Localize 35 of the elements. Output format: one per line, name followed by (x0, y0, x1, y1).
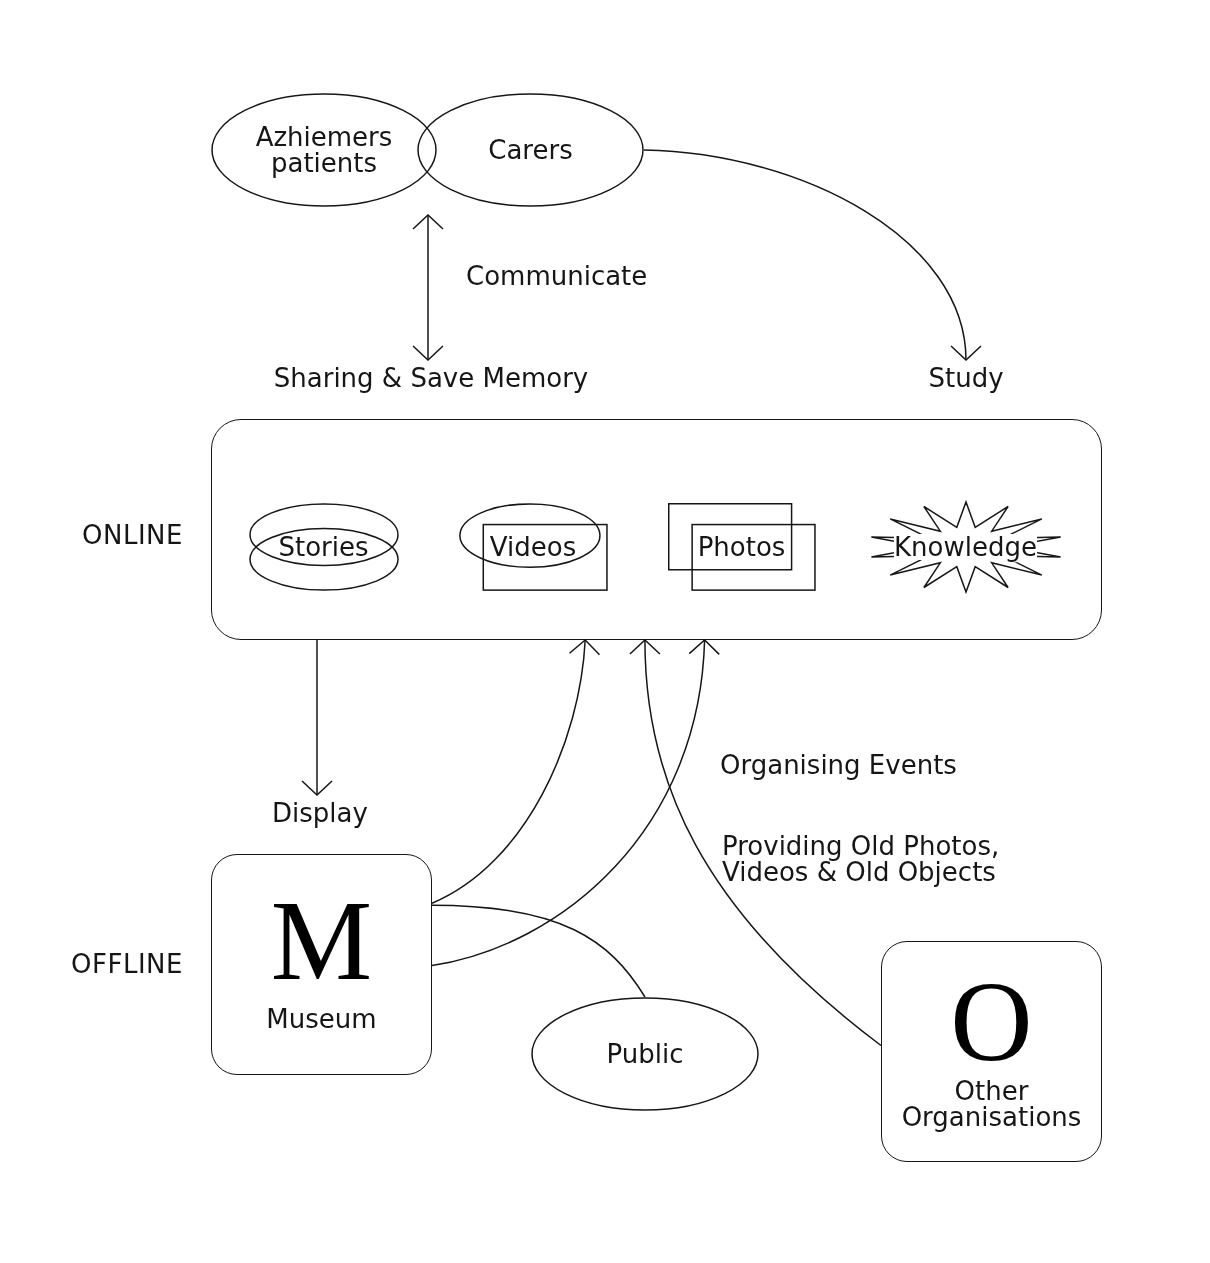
node-label: Videos (489, 533, 577, 560)
node-label: Stories (278, 533, 369, 560)
section-label: ONLINE (82, 522, 183, 548)
edge-label: Providing Old Photos, Videos & Old Objects (722, 833, 1001, 885)
node-label: Knowledge (894, 533, 1037, 560)
node-label: Other Organisations (900, 1078, 1083, 1131)
ellipse-node (531, 997, 759, 1111)
edge-label: Communicate (466, 263, 648, 289)
node-label: Azhiemers patients (254, 124, 394, 176)
node-label: Museum (266, 1006, 377, 1033)
rounded-card-node (881, 941, 1102, 1162)
rounded-panel (211, 419, 1102, 640)
arrow (629, 639, 882, 1047)
flow-text: Display (272, 800, 368, 826)
arrow (643, 149, 981, 361)
flow-text: Study (928, 365, 1004, 391)
ellipse-node (417, 93, 644, 207)
arrow (301, 639, 333, 796)
connector-line (431, 904, 646, 998)
flow-text: Sharing & Save Memory (273, 365, 589, 391)
initial-letter: O (950, 981, 1033, 1064)
ellipse-and-rectangle-node (458, 502, 608, 591)
node-label: Carers (488, 137, 573, 163)
arrow (431, 639, 720, 967)
double-ellipse-node (248, 502, 399, 591)
section-label: OFFLINE (71, 951, 183, 977)
arrow (431, 639, 600, 905)
rounded-card-node (211, 854, 432, 1075)
double-rectangle-node (667, 502, 816, 591)
node-label: Photos (697, 533, 786, 560)
edge-label: Organising Events (720, 752, 957, 778)
node-label: Public (606, 1041, 684, 1067)
initial-letter: M (270, 900, 373, 983)
ellipse-node (211, 93, 437, 207)
arrow (412, 214, 444, 361)
